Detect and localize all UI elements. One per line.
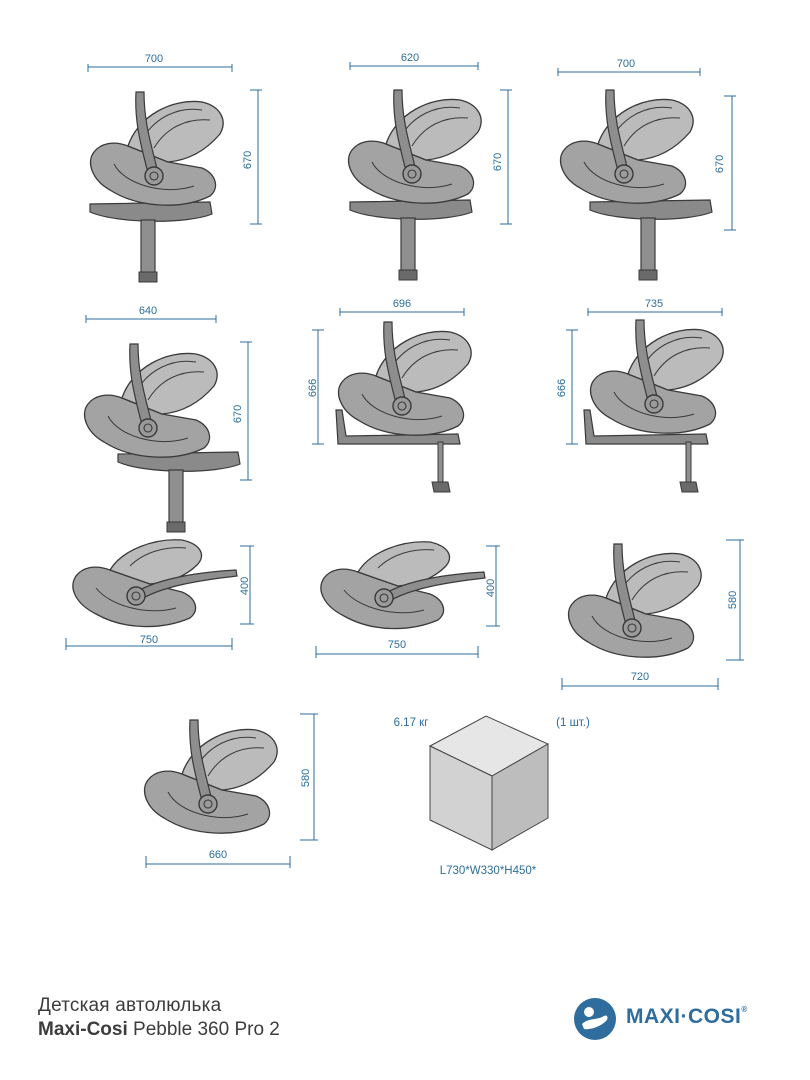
view-2: 620 670: [347, 52, 512, 281]
view-3-width: 700: [617, 58, 635, 70]
view-5: 696 666: [307, 298, 472, 493]
view-2-height: 670: [492, 153, 504, 171]
view-6-width: 735: [645, 298, 663, 310]
logo-emblem-icon: [574, 998, 616, 1040]
view-8: 750 400: [315, 541, 500, 658]
view-6: 735 666: [556, 298, 724, 493]
product-model: Pebble 360 Pro 2: [127, 1019, 280, 1040]
view-10: 660 580: [143, 713, 318, 868]
view-6-height: 666: [556, 379, 568, 397]
view-9: 720 580: [561, 539, 744, 690]
view-9-width: 720: [631, 671, 649, 683]
view-5-width: 696: [393, 298, 411, 310]
package-weight: 6.17 кг: [394, 717, 429, 729]
product-brand: Maxi-Cosi: [38, 1019, 128, 1040]
product-caption: Детская автолюлька Maxi-Cosi Pebble 360 …: [38, 994, 280, 1042]
brand-logo: MAXI·COSI®: [572, 996, 772, 1042]
view-3: 700 670: [557, 58, 736, 281]
view-4-width: 640: [139, 305, 157, 317]
package-dimensions: L730*W330*H450*: [440, 865, 537, 877]
view-7: 750 400: [65, 539, 254, 650]
view-10-height: 580: [300, 769, 312, 787]
view-1-width: 700: [145, 53, 163, 65]
view-1-height: 670: [242, 151, 254, 169]
view-4-height: 670: [232, 405, 244, 423]
view-2-width: 620: [401, 52, 419, 64]
package-box: [428, 715, 550, 851]
view-8-height: 400: [485, 579, 497, 597]
view-3-height: 670: [714, 155, 726, 173]
product-subtitle: Детская автолюлька: [38, 995, 222, 1016]
view-5-height: 666: [307, 379, 319, 397]
view-7-height: 400: [239, 577, 251, 595]
view-9-height: 580: [727, 591, 739, 609]
view-8-width: 750: [388, 639, 406, 651]
package-quantity: (1 шт.): [556, 717, 590, 729]
logo-wordmark: MAXI·COSI®: [626, 1005, 748, 1028]
view-4: 640 670: [83, 305, 252, 533]
product-title: Maxi-Cosi Pebble 360 Pro 2: [38, 1018, 280, 1042]
view-1: 700 670: [87, 53, 262, 283]
view-10-width: 660: [209, 849, 227, 861]
view-7-width: 750: [140, 634, 158, 646]
